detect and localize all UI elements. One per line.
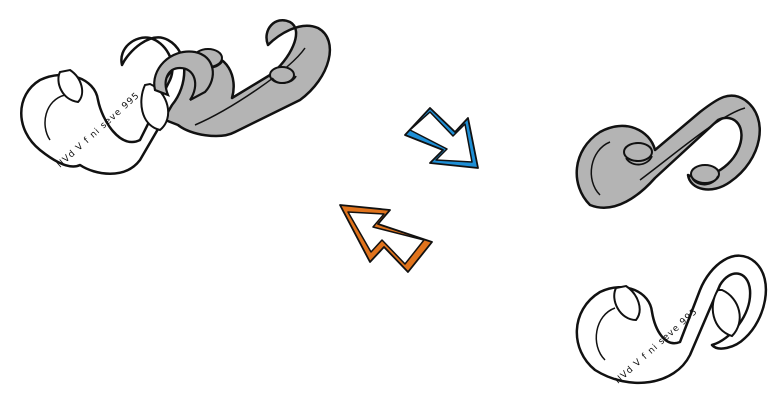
- gray-s-hook-icon: [575, 94, 761, 209]
- arrow-down-right-icon: [404, 107, 479, 169]
- white-s-hook-linked: NVd V f ni seve 995: [20, 36, 186, 175]
- white-s-hook-icon: NVd V f ni seve 995: [575, 254, 768, 386]
- arrow-up-left-icon: [339, 204, 433, 273]
- linked-s-hooks-icon: NVd V f ni seve 995: [20, 19, 332, 175]
- gray-s-hook-overlap: [153, 50, 214, 101]
